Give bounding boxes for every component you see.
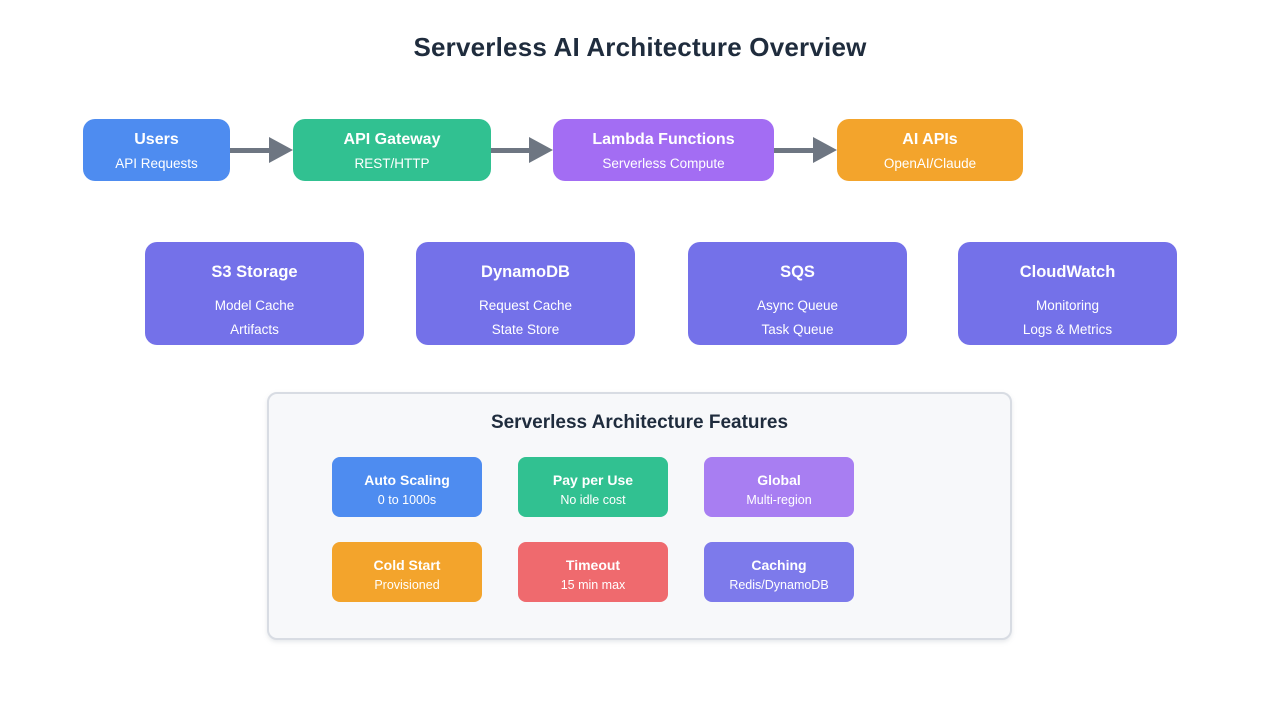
- flow-node-title: Users: [134, 131, 179, 148]
- service-line: Model Cache: [214, 298, 295, 313]
- feature-box-global: Global Multi-region: [704, 457, 854, 517]
- service-card-dynamodb: DynamoDB Request Cache State Store: [416, 242, 635, 345]
- feature-subtitle: Provisioned: [374, 578, 440, 592]
- service-title: CloudWatch: [1019, 263, 1116, 281]
- feature-subtitle: Multi-region: [746, 493, 812, 507]
- service-title: DynamoDB: [481, 263, 570, 281]
- feature-box-pay-per-use: Pay per Use No idle cost: [518, 457, 668, 517]
- feature-box-auto-scaling: Auto Scaling 0 to 1000s: [332, 457, 482, 517]
- arrow-right-icon: [491, 137, 553, 163]
- flow-node-subtitle: OpenAI/Claude: [883, 156, 977, 171]
- flow-node-subtitle: REST/HTTP: [354, 156, 430, 171]
- arrow-right-icon: [774, 137, 837, 163]
- flow-node-lambda-functions: Lambda Functions Serverless Compute: [553, 119, 774, 181]
- flow-node-subtitle: API Requests: [115, 156, 198, 171]
- flow-node-users: Users API Requests: [83, 119, 230, 181]
- service-title: SQS: [780, 263, 815, 281]
- feature-subtitle: Redis/DynamoDB: [729, 578, 829, 592]
- features-panel-title: Serverless Architecture Features: [490, 412, 789, 433]
- feature-box-caching: Caching Redis/DynamoDB: [704, 542, 854, 602]
- service-line: Task Queue: [761, 322, 834, 337]
- service-line: State Store: [491, 322, 560, 337]
- flow-node-title: API Gateway: [343, 131, 441, 148]
- flow-node-api-gateway: API Gateway REST/HTTP: [293, 119, 491, 181]
- service-title: S3 Storage: [211, 263, 298, 281]
- feature-title: Timeout: [565, 557, 621, 573]
- service-line: Artifacts: [230, 322, 279, 337]
- service-card-sqs: SQS Async Queue Task Queue: [688, 242, 907, 345]
- flow-node-title: AI APIs: [902, 131, 958, 148]
- service-card-s3-storage: S3 Storage Model Cache Artifacts: [145, 242, 364, 345]
- flow-node-ai-apis: AI APIs OpenAI/Claude: [837, 119, 1023, 181]
- feature-subtitle: 0 to 1000s: [377, 493, 437, 507]
- service-line: Logs & Metrics: [1022, 322, 1113, 337]
- feature-title: Caching: [751, 557, 807, 573]
- feature-subtitle: 15 min max: [560, 578, 626, 592]
- feature-title: Pay per Use: [552, 472, 634, 488]
- arrow-right-icon: [230, 137, 293, 163]
- feature-title: Cold Start: [373, 557, 441, 573]
- page-title: Serverless AI Architecture Overview: [413, 32, 867, 62]
- features-panel: Serverless Architecture Features Auto Sc…: [267, 392, 1012, 640]
- service-line: Monitoring: [1035, 298, 1100, 313]
- feature-title: Auto Scaling: [364, 472, 450, 488]
- service-card-cloudwatch: CloudWatch Monitoring Logs & Metrics: [958, 242, 1177, 345]
- service-line: Async Queue: [756, 298, 839, 313]
- flow-node-subtitle: Serverless Compute: [602, 156, 725, 171]
- feature-title: Global: [757, 472, 801, 488]
- service-line: Request Cache: [478, 298, 573, 313]
- feature-box-timeout: Timeout 15 min max: [518, 542, 668, 602]
- flow-node-title: Lambda Functions: [592, 131, 735, 148]
- feature-subtitle: No idle cost: [560, 493, 626, 507]
- feature-box-cold-start: Cold Start Provisioned: [332, 542, 482, 602]
